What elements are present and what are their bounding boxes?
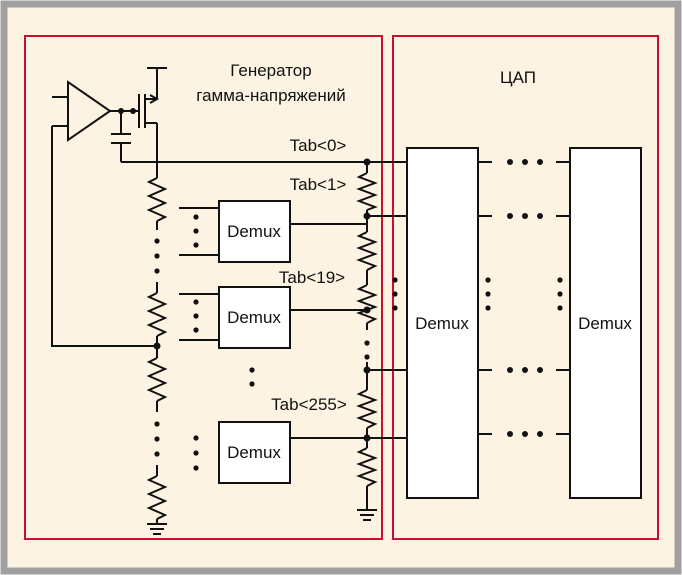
left-demux-label-3: Demux — [227, 443, 281, 462]
ellipsis-dot — [193, 313, 199, 319]
tab-label-255: Tab<255> — [271, 395, 347, 414]
ellipsis-dot — [392, 305, 398, 311]
tab-label-0: Tab<0> — [290, 136, 347, 155]
ellipsis-dot — [485, 305, 491, 311]
dac-output-row-3 — [478, 367, 570, 373]
ellipsis-dot — [154, 421, 160, 427]
resistor-r2 — [356, 231, 378, 271]
left-demux-label-1: Demux — [227, 222, 281, 241]
resistor-r5 — [356, 447, 378, 487]
ellipsis-dot — [364, 340, 370, 346]
ellipsis-dot — [193, 465, 199, 471]
dac-output-row-2 — [478, 213, 570, 219]
generator-title-line1: Генератор — [230, 61, 311, 80]
dac-demux-block-1 — [406, 147, 479, 499]
ellipsis-dot — [154, 268, 160, 274]
resistor-4 — [146, 475, 168, 520]
ground-symbol-right — [357, 509, 377, 521]
ellipsis-dot — [154, 451, 160, 457]
ellipsis-dot — [193, 450, 199, 456]
ellipsis-dot — [557, 291, 563, 297]
ellipsis-dot — [193, 228, 199, 234]
dac-demux-block-2 — [569, 147, 642, 499]
ellipsis-dot — [485, 277, 491, 283]
ellipsis-dot — [193, 214, 199, 220]
resistor-2 — [146, 292, 168, 337]
resistor-1 — [146, 177, 168, 222]
dac-output-row-4 — [478, 431, 570, 437]
ellipsis-dot — [249, 381, 255, 387]
feedback-wire — [51, 126, 157, 347]
gamma-generator-panel — [24, 35, 383, 540]
dac-demux-label-2: Demux — [578, 314, 632, 333]
dac-title: ЦАП — [500, 68, 536, 87]
resistor-r1 — [356, 172, 378, 211]
ellipsis-dot — [154, 436, 160, 442]
ellipsis-dot — [392, 277, 398, 283]
tab-label-1: Tab<1> — [290, 175, 347, 194]
dac-demux-label-1: Demux — [415, 314, 469, 333]
ellipsis-dot — [485, 291, 491, 297]
left-resistor-ladder — [146, 162, 168, 535]
capacitor-symbol — [111, 111, 157, 163]
right-resistor-ladder — [157, 158, 407, 521]
ellipsis-dot — [364, 354, 370, 360]
ellipsis-dot — [557, 277, 563, 283]
ellipsis-dot — [193, 299, 199, 305]
resistor-3 — [146, 357, 168, 402]
ellipsis-dot — [249, 367, 255, 373]
dac-output-row-1 — [478, 159, 570, 165]
generator-title-line2: гамма-напряжений — [196, 86, 346, 105]
resistor-r4 — [356, 389, 378, 429]
ellipsis-dot — [193, 327, 199, 333]
ellipsis-dot — [154, 238, 160, 244]
dac-panel — [392, 35, 659, 540]
left-demux-block-2 — [218, 286, 291, 349]
ellipsis-dot — [193, 435, 199, 441]
tab-label-19: Tab<19> — [279, 268, 345, 287]
op-amp-symbol — [52, 80, 112, 142]
left-demux-block-1 — [218, 200, 291, 263]
ellipsis-dot — [193, 242, 199, 248]
ellipsis-dot — [557, 305, 563, 311]
ellipsis-dot — [154, 253, 160, 259]
resistor-r3 — [356, 284, 378, 324]
ellipsis-dot — [392, 291, 398, 297]
left-demux-block-3 — [218, 421, 291, 484]
left-demux-label-2: Demux — [227, 308, 281, 327]
ground-symbol-left — [147, 523, 167, 535]
